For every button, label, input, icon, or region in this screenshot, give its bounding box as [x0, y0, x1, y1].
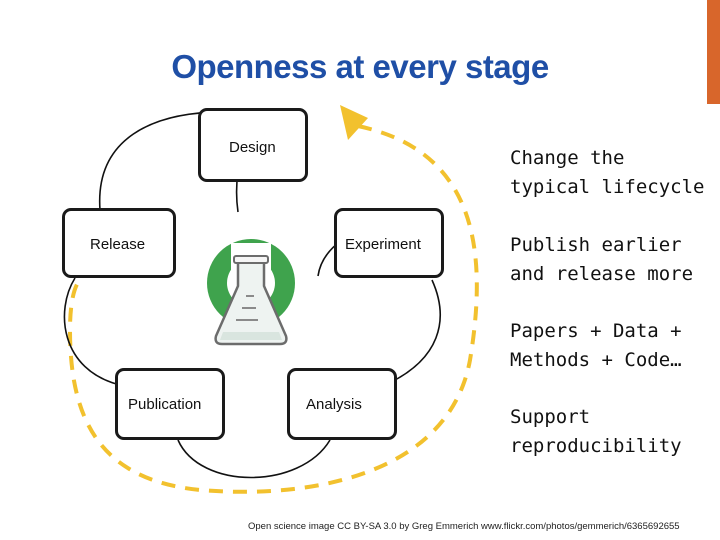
- bullet-line: reproducibility: [510, 435, 682, 457]
- stage-design-label: Design: [229, 139, 276, 156]
- stage-analysis: Analysis: [287, 368, 397, 440]
- bullet-line: Publish earlier: [510, 234, 682, 256]
- image-credit: Open science image CC BY-SA 3.0 by Greg …: [248, 521, 680, 532]
- bullet-line: typical lifecycle: [510, 176, 705, 198]
- open-science-flask-icon: [207, 239, 295, 346]
- bullet-line: Change the: [510, 147, 625, 169]
- bullet-line: and release more: [510, 263, 694, 285]
- stage-experiment-label: Experiment: [345, 236, 421, 253]
- slide-title: Openness at every stage: [171, 48, 549, 85]
- connector-publication-release: [63, 277, 121, 386]
- stage-design: Design: [198, 108, 308, 182]
- bullet-item: Change the typical lifecycle: [510, 144, 704, 202]
- bullet-item: Papers + Data + Methods + Code…: [510, 317, 682, 375]
- stage-publication-label: Publication: [128, 396, 202, 413]
- bullet-line: Methods + Code…: [510, 349, 682, 371]
- bullet-item: Publish earlier and release more: [510, 231, 693, 289]
- connector-experiment-analysis: [384, 279, 441, 386]
- stage-publication: Publication: [115, 368, 225, 440]
- bullet-line: Support: [510, 406, 591, 428]
- bullet-item: Support reproducibility: [510, 403, 682, 461]
- dashed-arrow-head-icon: [340, 105, 368, 140]
- stage-release: Release: [62, 208, 176, 278]
- bullet-line: Papers + Data +: [510, 320, 682, 342]
- connector-analysis-publication: [177, 439, 331, 479]
- stage-analysis-label: Analysis: [306, 396, 362, 413]
- stage-release-label: Release: [90, 236, 146, 253]
- accent-bar: [707, 0, 720, 104]
- stage-experiment: Experiment: [334, 208, 444, 278]
